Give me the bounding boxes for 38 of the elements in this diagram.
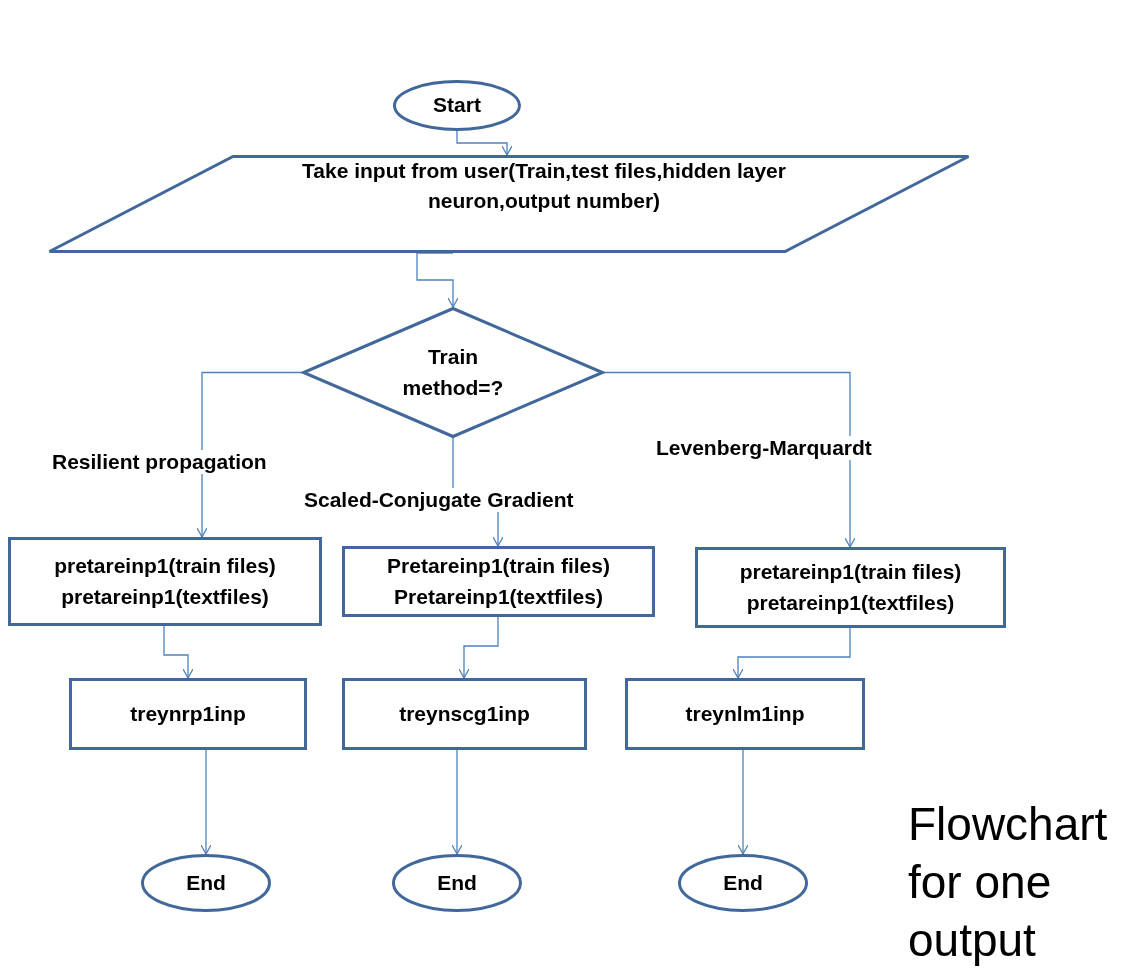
node-text: Pretareinp1(train files) Pretareinp1(textfiles) bbox=[386, 553, 611, 610]
end-terminal bbox=[141, 854, 271, 912]
process-box bbox=[342, 546, 655, 617]
arrow bbox=[603, 371, 856, 548]
edge-label: Scaled-Conjugate Gradient bbox=[302, 488, 576, 512]
node-text: treynlm1inp bbox=[685, 700, 805, 727]
start-terminal bbox=[393, 80, 521, 131]
arrow bbox=[200, 749, 212, 855]
node-text: End bbox=[186, 869, 226, 896]
caption: Flowchart for one output bbox=[908, 797, 1109, 968]
end-terminal bbox=[392, 854, 522, 912]
node-text: treynrp1inp bbox=[130, 700, 246, 727]
arrow bbox=[416, 252, 459, 308]
node-text: Take input from user(Train,test files,hidden layer neuron,output number) bbox=[301, 157, 787, 214]
decision-diamond bbox=[302, 307, 604, 438]
arrow bbox=[163, 625, 194, 679]
process-box bbox=[69, 678, 307, 750]
arrow bbox=[456, 130, 513, 156]
edge-label: Resilient propagation bbox=[50, 450, 269, 474]
arrow bbox=[732, 627, 851, 679]
arrow bbox=[737, 749, 749, 855]
node-text: pretareinp1(train files) pretareinp1(textfiles) bbox=[738, 559, 963, 616]
arrow bbox=[458, 616, 499, 679]
input-parallelogram bbox=[48, 155, 970, 253]
arrow bbox=[196, 371, 303, 538]
node-text: Train method=? bbox=[401, 344, 505, 401]
process-box bbox=[625, 678, 865, 750]
node-text: End bbox=[723, 869, 763, 896]
node-text: pretareinp1(train files) pretareinp1(textfiles) bbox=[53, 553, 277, 610]
process-box bbox=[695, 547, 1006, 628]
edge-label: Levenberg-Marquardt bbox=[654, 436, 874, 460]
node-text: treynscg1inp bbox=[399, 700, 530, 727]
node-text: Start bbox=[433, 92, 481, 119]
end-terminal bbox=[678, 854, 808, 912]
node-text: End bbox=[437, 869, 477, 896]
process-box bbox=[342, 678, 587, 750]
arrow bbox=[451, 749, 463, 855]
process-box bbox=[8, 537, 322, 626]
